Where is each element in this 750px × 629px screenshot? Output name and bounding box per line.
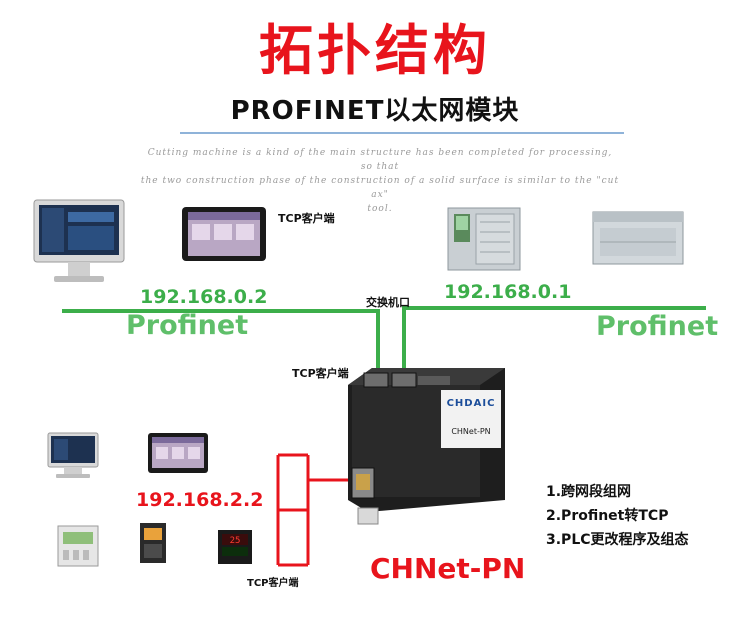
desktop-monitor-icon bbox=[33, 199, 125, 282]
hmi-panel-icon bbox=[182, 207, 266, 261]
temperature-controller-icon: 25 bbox=[218, 530, 252, 564]
svg-text:25: 25 bbox=[230, 536, 241, 546]
description-text: Cutting machine is a kind of the main st… bbox=[140, 146, 620, 216]
title-divider bbox=[180, 132, 624, 134]
green-network-lines bbox=[62, 306, 706, 378]
right-ip-address: 192.168.0.1 bbox=[444, 281, 572, 303]
inverter-icon bbox=[140, 523, 166, 563]
power-meter-icon bbox=[57, 525, 99, 567]
page-subtitle: PROFINET以太网模块 bbox=[230, 96, 520, 126]
subnet-ip-address: 192.168.2.2 bbox=[136, 489, 264, 511]
chnet-pn-module-icon bbox=[348, 368, 505, 525]
switch-port-label: 交换机口 bbox=[366, 296, 410, 309]
small-monitor-icon bbox=[47, 432, 99, 478]
module-model-label: CHNet-PN bbox=[451, 427, 491, 436]
left-profinet-line bbox=[62, 309, 380, 378]
tcp-client-label-top: TCP客户端 bbox=[278, 212, 335, 225]
description-line: Cutting machine is a kind of the main st… bbox=[147, 148, 613, 172]
tcp-client-label-bottom: TCP客户端 bbox=[247, 578, 299, 589]
small-hmi-icon bbox=[148, 433, 208, 473]
feature-item: 1.跨网段组网 bbox=[546, 484, 632, 500]
feature-list: 1.跨网段组网 2.Profinet转TCP 3.PLC更改程序及组态 bbox=[546, 480, 689, 552]
description-line: tool. bbox=[367, 204, 393, 214]
plc-s7-1500-icon bbox=[447, 207, 521, 271]
left-ip-address: 192.168.0.2 bbox=[140, 286, 268, 308]
feature-item: 2.Profinet转TCP bbox=[546, 508, 669, 524]
description-line: the two construction phase of the constr… bbox=[140, 176, 620, 200]
plc-s7-1200-icon bbox=[592, 211, 684, 265]
red-subnet-lines bbox=[276, 453, 348, 567]
module-logo: CHDAIC bbox=[446, 398, 496, 409]
page-title: 拓扑结构 bbox=[259, 19, 491, 82]
module-name: CHNet-PN bbox=[370, 552, 526, 585]
right-profinet-label: Profinet bbox=[596, 311, 719, 342]
feature-item: 3.PLC更改程序及组态 bbox=[546, 532, 689, 548]
left-profinet-label: Profinet bbox=[126, 310, 249, 341]
tcp-client-label-mid: TCP客户端 bbox=[292, 367, 349, 380]
right-profinet-line bbox=[402, 306, 706, 378]
